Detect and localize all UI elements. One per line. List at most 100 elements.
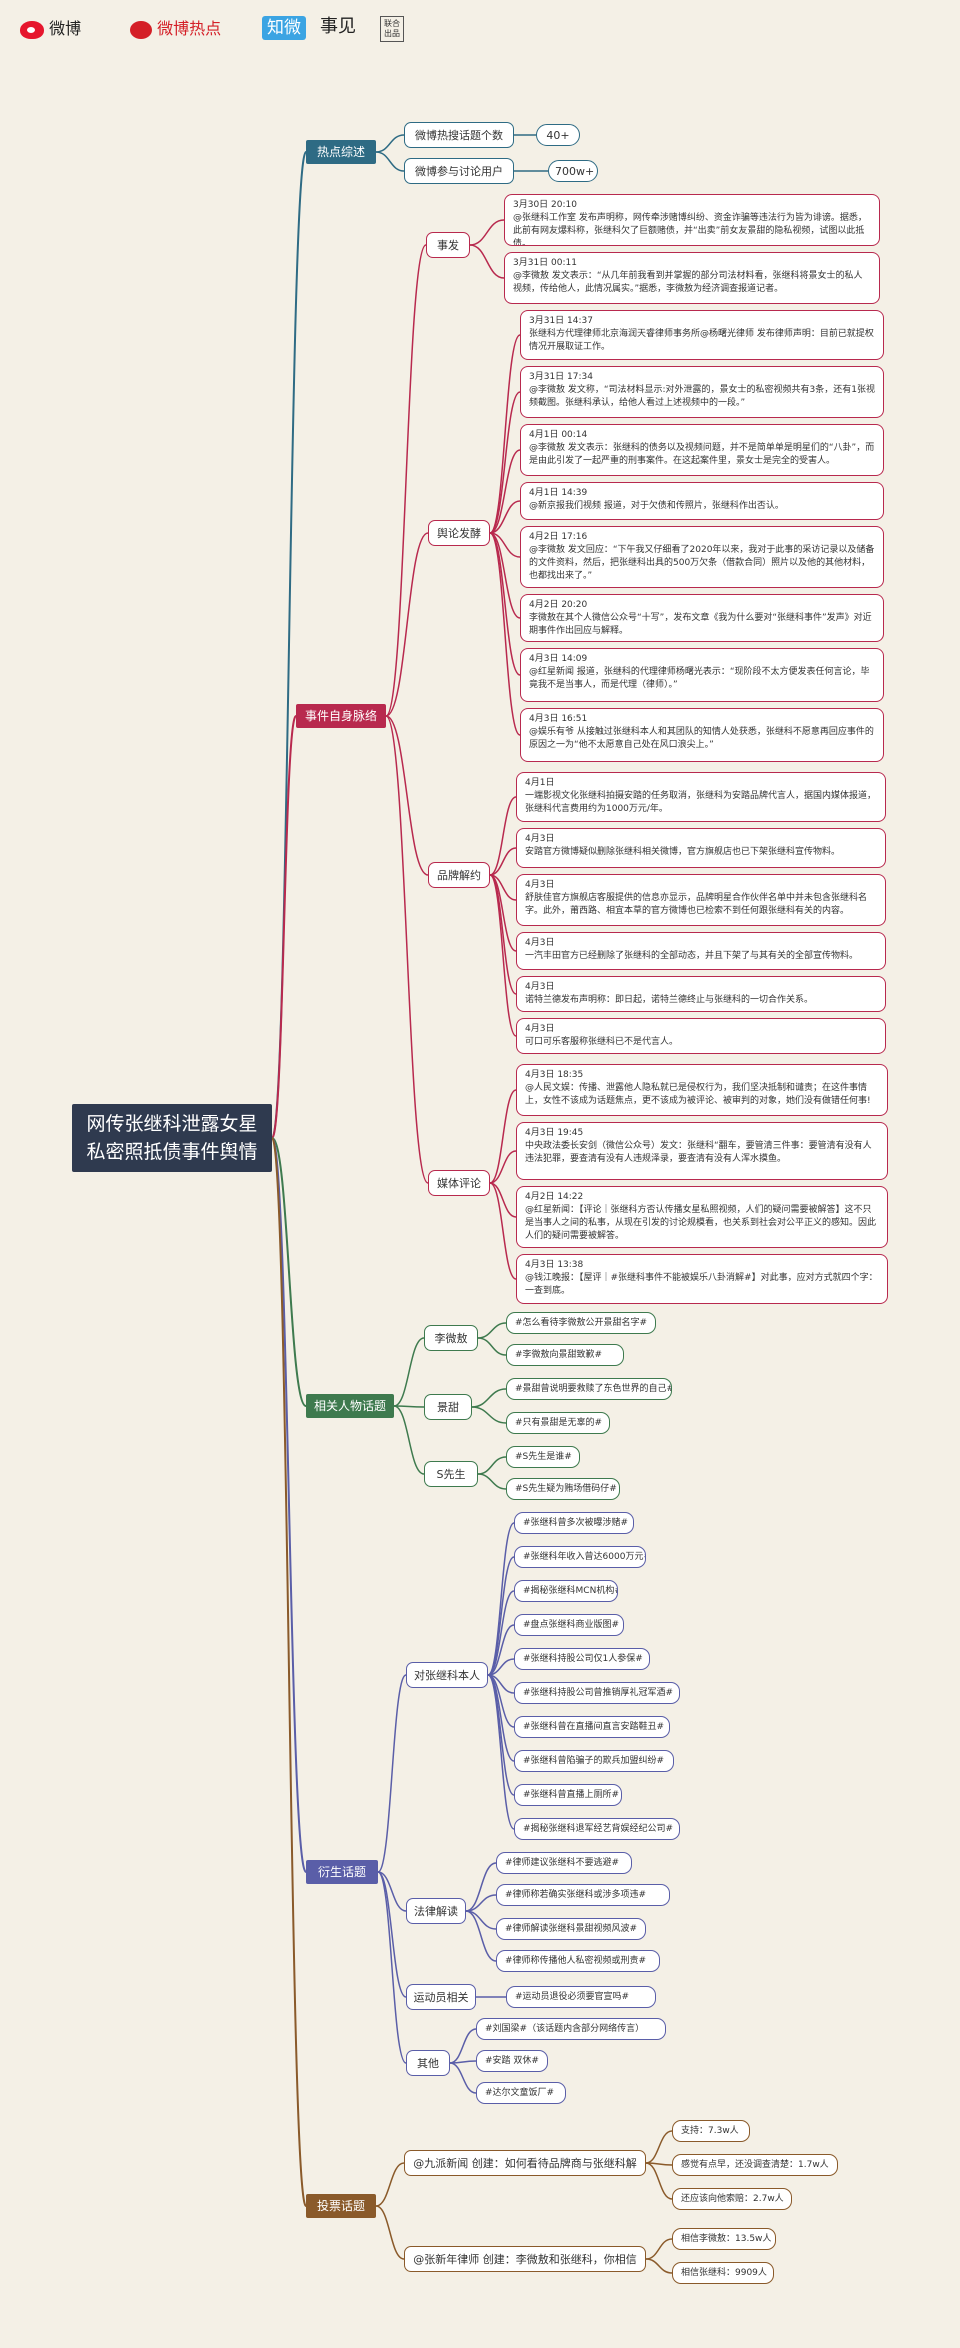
derived-tag: #张继科曾多次被曝涉赌# [514,1512,634,1534]
people-tag: #李微敖向景甜致歉# [506,1344,624,1366]
connector-line [487,1556,515,1676]
connector-line [645,2162,673,2200]
connector-line [449,2028,477,2064]
opinion-entry-text: 3月31日 17:34 @李微敖 发文称，“司法材料显示:对外泄露的，景女士的私… [529,372,876,408]
opinion-entry-text: 4月2日 17:16 @李微敖 发文回应：“下午我又仔细看了2020年以来，我对… [529,532,875,581]
incident-entry-text: 3月30日 20:10 @张继科工作室 发布声明称，网传牵涉赌博纠纷、资金诈骗等… [513,200,867,246]
connector-line [393,1405,425,1408]
connector-line [449,2062,477,2094]
connector-line [271,151,307,1139]
weibo-eye-icon [20,20,44,39]
brand-entry: 4月1日 一端影视文化张继科拍摄安踏的任务取消，张继科为安踏品牌代言人，据国内媒… [516,772,886,822]
connector-line [645,2258,673,2274]
category-derived-topics: 衍生话题 [306,1860,378,1884]
derived-tag: #律师解读张继科景甜视频风波# [496,1918,646,1940]
derived-tag: #张继科持股公司曾推销厚礼冠军酒# [514,1682,680,1704]
connector-line [393,1405,425,1475]
derived-tag: #律师称若确实张继科或涉多项违# [496,1884,670,1906]
connector-line [489,847,517,876]
connector-line [271,1137,307,1873]
derived-tag: #律师建议张继科不要逃避# [496,1852,632,1874]
vote-topic: @张新年律师 创建：李微敖和张继科，你相信谁? [404,2246,646,2272]
connector-line [487,1590,515,1676]
zhiwei-logo: 知微 [262,16,306,40]
connector-line [375,151,405,172]
opinion-entry-text: 4月2日 20:20 李微敖在其个人微信公众号“十写”，发布文章《我为什么要对“… [529,600,872,636]
vote-option: 相信张继科：9909人 [672,2262,774,2284]
derived-tag: #揭秘张继科MCN机构# [514,1580,618,1602]
people-tag: #只有景甜是无辜的# [506,1412,610,1434]
media-entry: 4月3日 19:45 中央政法委长安剑（微信公众号）发文：张继科“翻车，要管清三… [516,1122,888,1180]
weibo-hot-eye-icon [130,20,152,39]
connector-line [489,796,517,876]
opinion-entry-text: 4月1日 14:39 @新京报我们视频 报道，对于欠债和传照片，张继科作出否认。 [529,488,784,511]
weibo-hot-logo: 微博热点 [130,18,221,40]
hot-item-user-count-value: 700w+ [548,160,598,182]
connector-line [385,532,429,717]
media-entry: 4月3日 18:35 @人民文娱：传播、泄露他人隐私就已是侵权行为，我们坚决抵制… [516,1064,888,1116]
brand-entry-text: 4月3日 诺特兰德发布声明称：即日起，诺特兰德终止与张继科的一切合作关系。 [525,982,814,1005]
opinion-entry: 4月1日 00:14 @李微敖 发文表示：张继科的债务以及视频问题，并不是简单单… [520,424,884,476]
shijian-logo: 事见 [320,16,356,37]
derived-tag: #张继科曾陷骗子的欺兵加盟纠纷# [514,1750,674,1772]
connector-line [487,1624,515,1676]
opinion-entry: 4月1日 14:39 @新京报我们视频 报道，对于欠债和传照片，张继科作出否认。 [520,482,884,520]
connector-line [489,532,521,736]
hot-item-user-count-label: 微博参与讨论用户数 [404,158,514,184]
connector-line [489,334,521,534]
opinion-entry: 4月3日 16:51 @娱乐有爷 从接触过张继科本人和其团队的知情人处获悉，张继… [520,708,884,762]
connector-line [471,1388,507,1408]
connector-line [377,1674,407,1873]
connector-line [489,1182,517,1280]
connector-line [489,532,521,676]
brand-entry-text: 4月3日 安踏官方微博疑似删除张继科相关微博，官方旗舰店也已下架张继科宣传物料。 [525,834,841,857]
hot-item-topic-count-value: 40+ [536,124,580,146]
connector-line [477,1322,507,1339]
connector-line [377,1871,407,2064]
people-tag: #怎么看待李微敖公开景甜名字# [506,1312,656,1334]
category-hot-summary: 热点综述 [306,140,376,164]
opinion-entry-text: 4月3日 14:09 @红星新闻 报道，张继科的代理律师杨曙光表示：“现阶段不太… [529,654,870,690]
opinion-entry-text: 3月31日 14:37 张继科方代理律师北京海润天睿律师事务所@杨曙光律师 发布… [529,316,874,352]
brand-entry-text: 4月3日 一汽丰田官方已经删除了张继科的全部动态，并且下架了与其有关的全部宣传物… [525,938,859,961]
connector-line [489,391,521,534]
media-entry: 4月3日 13:38 @钱江晚报：【屋评｜#张继科事件不能被娱乐八卦消解#】对此… [516,1254,888,1304]
connector-line [385,244,427,717]
derived-tag: #张继科持股公司仅1人参保# [514,1648,650,1670]
root-topic: 网传张继科泄露女星 私密照抵债事件舆情 [72,1104,272,1172]
brand-entry: 4月3日 诺特兰德发布声明称：即日起，诺特兰德终止与张继科的一切合作关系。 [516,976,886,1012]
people-group-jing-tian: 景甜 [424,1394,472,1420]
media-entry-text: 4月3日 19:45 中央政法委长安剑（微信公众号）发文：张继科“翻车，要管清三… [525,1128,872,1164]
weibo-logo: 微博 [20,18,81,40]
derived-tag: #安踏 双休# [476,2050,548,2072]
connector-line [377,1871,407,1912]
connector-line [375,2162,405,2207]
connector-line [489,1182,517,1218]
joint-production-badge: 联合 出品 [380,16,404,42]
connector-line [489,500,521,534]
connector-line [469,244,505,279]
connector-line [471,1406,507,1424]
category-vote-topics: 投票话题 [306,2194,376,2218]
connector-line [645,2130,673,2164]
brand-entry: 4月3日 舒肤佳官方旗舰店客服提供的信息亦显示，品牌明星合作伙伴名单中并未包含张… [516,874,886,926]
incident-entry: 3月30日 20:10 @张继科工作室 发布声明称，网传牵涉赌博纠纷、资金诈骗等… [504,194,880,246]
brand-entry: 4月3日 可口可乐客服称张继科已不是代言人。 [516,1018,886,1054]
opinion-entry-text: 4月1日 00:14 @李微敖 发文表示：张继科的债务以及视频问题，并不是简单单… [529,430,875,466]
brand-entry: 4月3日 安踏官方微博疑似删除张继科相关微博，官方旗舰店也已下架张继科宣传物料。 [516,828,886,868]
connector-line [469,219,505,246]
derived-tag: #盘点张继科商业版图# [514,1614,624,1636]
people-tag: #S先生是谁# [506,1446,580,1468]
connector-line [487,1658,515,1676]
media-entry-text: 4月3日 13:38 @钱江晚报：【屋评｜#张继科事件不能被娱乐八卦消解#】对此… [525,1260,878,1296]
opinion-entry: 4月3日 14:09 @红星新闻 报道，张继科的代理律师杨曙光表示：“现阶段不太… [520,648,884,702]
brand-entry-text: 4月3日 可口可乐客服称张继科已不是代言人。 [525,1024,679,1047]
connector-line [489,1089,517,1184]
people-group-li-weiao: 李微敖 [424,1325,478,1351]
media-entry-text: 4月2日 14:22 @红星新闻：【评论｜张继科方否认传播女星私照视频，人们的疑… [525,1192,877,1241]
connector-line [465,1894,497,1912]
connector-line [271,715,297,1139]
vote-topic: @九派新闻 创建：如何看待品牌商与张继科解约? [404,2150,646,2176]
connector-line [477,1473,507,1490]
